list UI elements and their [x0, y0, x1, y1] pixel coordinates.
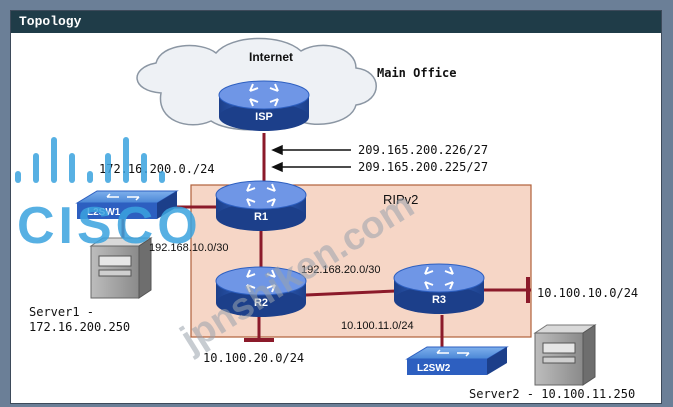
network-label-r3-sw2: 10.100.11.0/24	[341, 320, 414, 332]
router-r1-label: R1	[254, 211, 268, 223]
router-r3[interactable]: R3	[393, 263, 485, 314]
switch-l2sw2-label: L2SW2	[417, 363, 451, 374]
router-r3-label: R3	[432, 294, 446, 306]
switch-l2sw2[interactable]: L2SW2	[405, 346, 509, 375]
server1[interactable]	[89, 237, 153, 299]
cisco-watermark-text: CISCO	[17, 197, 202, 255]
network-label-r2-r3: 192.168.20.0/30	[301, 264, 381, 276]
ripv2-label: RIPv2	[383, 192, 418, 207]
wan-arrows	[271, 144, 351, 173]
cisco-watermark: CISCO	[15, 137, 202, 255]
server1-label-line2: 172.16.200.250	[29, 320, 130, 334]
main-office-label: Main Office	[377, 66, 456, 80]
wan-r1-label: 209.165.200.225/27	[358, 160, 488, 174]
router-isp[interactable]: ISP	[218, 80, 310, 131]
network-label-r1-r2: 192.168.10.0/30	[149, 242, 229, 254]
server2-label: Server2 - 10.100.11.250	[469, 387, 635, 401]
server2[interactable]	[533, 324, 597, 386]
server1-label-line1: Server1 -	[29, 305, 94, 319]
router-r2[interactable]: R2	[215, 266, 307, 317]
window-title: Topology	[11, 11, 661, 33]
network-label-r3-lan: 10.100.10.0/24	[537, 286, 638, 300]
topology-window: Topology	[10, 10, 662, 404]
link-r2-r3	[305, 289, 397, 297]
network-label-lan-sw1: 172.16.200.0./24	[99, 162, 215, 176]
router-r1[interactable]: R1	[215, 180, 307, 231]
router-r2-label: R2	[254, 297, 268, 309]
topology-diagram: Internet Main Office RIPv2 209.165.200.2…	[15, 37, 638, 401]
router-isp-label: ISP	[255, 111, 273, 123]
switch-l2sw1-label: L2SW1	[87, 207, 121, 218]
switch-l2sw1[interactable]: L2SW1	[75, 190, 179, 219]
wan-isp-label: 209.165.200.226/27	[358, 143, 488, 157]
network-label-r2-lan: 10.100.20.0/24	[203, 351, 304, 365]
internet-label: Internet	[249, 50, 293, 64]
